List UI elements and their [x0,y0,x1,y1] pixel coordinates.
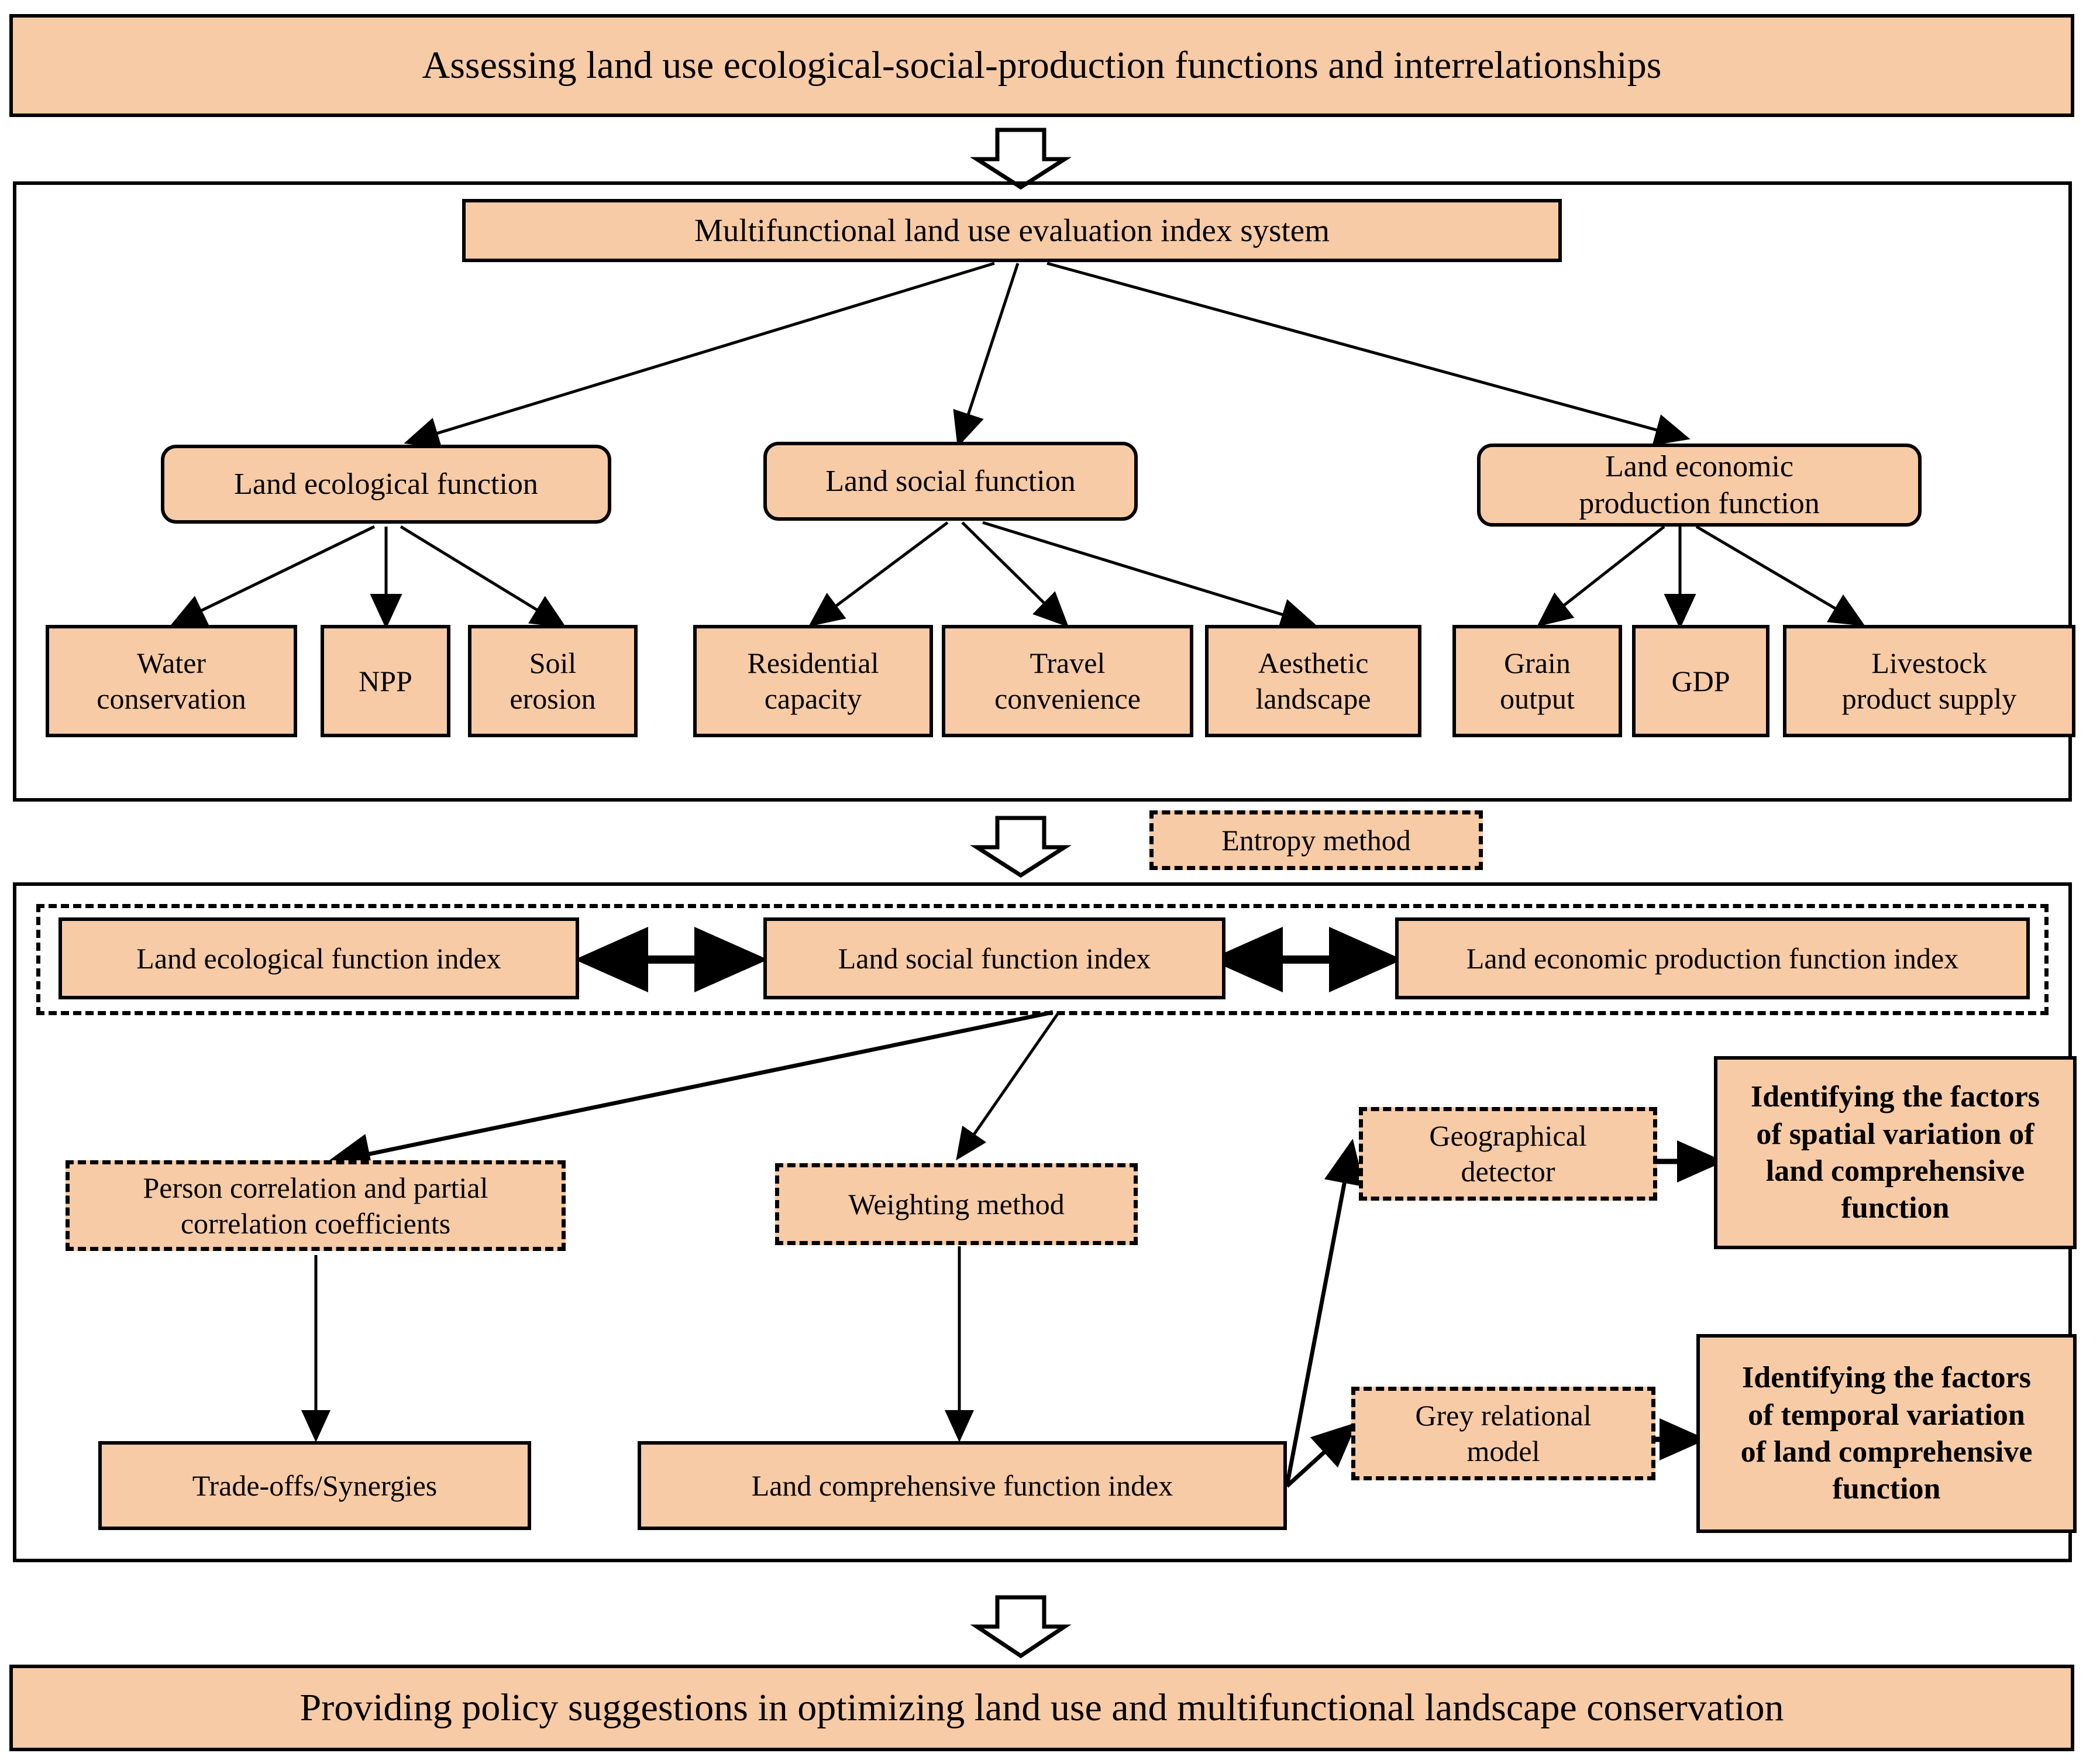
title-banner: Assessing land use ecological-social-pro… [9,14,2074,117]
node-grey-relational-model: Grey relational model [1351,1387,1655,1480]
node-trade-offs-synergies: Trade-offs/Synergies [98,1441,531,1530]
node-residential-capacity: Residential capacity [693,625,933,737]
node-person-correlation-method: Person correlation and partial correlati… [66,1160,566,1251]
block-down-arrow-icon-2 [970,816,1072,878]
node-land-social-function: Land social function [763,442,1138,521]
node-geographical-detector: Geographical detector [1359,1107,1657,1201]
node-grain-output: Grain output [1452,625,1622,737]
node-travel-convenience: Travel convenience [942,625,1193,737]
node-water-conservation: Water conservation [46,625,297,737]
node-land-ecological-function-index: Land ecological function index [58,917,579,999]
node-soil-erosion: Soil erosion [468,625,638,737]
bottom-banner: Providing policy suggestions in optimizi… [9,1665,2074,1751]
node-spatial-variation-factors: Identifying the factors of spatial varia… [1714,1056,2077,1249]
node-livestock-product-supply: Livestock product supply [1783,625,2075,737]
node-npp: NPP [321,625,450,737]
node-land-economic-production-function: Land economic production function [1477,444,1922,527]
label-entropy-method: Entropy method [1149,810,1483,870]
node-gdp: GDP [1632,625,1769,737]
node-aesthetic-landscape: Aesthetic landscape [1205,625,1421,737]
node-land-comprehensive-function-index: Land comprehensive function index [638,1441,1287,1530]
node-land-ecological-function: Land ecological function [161,445,611,524]
node-land-social-function-index: Land social function index [763,917,1225,999]
node-evaluation-index-system: Multifunctional land use evaluation inde… [462,199,1562,262]
node-temporal-variation-factors: Identifying the factors of temporal vari… [1696,1334,2077,1533]
node-land-economic-production-function-index: Land economic production function index [1395,917,2030,999]
block-down-arrow-icon-3 [970,1595,1072,1659]
block-down-arrow-icon-1 [970,128,1072,190]
node-weighting-method: Weighting method [775,1163,1138,1245]
